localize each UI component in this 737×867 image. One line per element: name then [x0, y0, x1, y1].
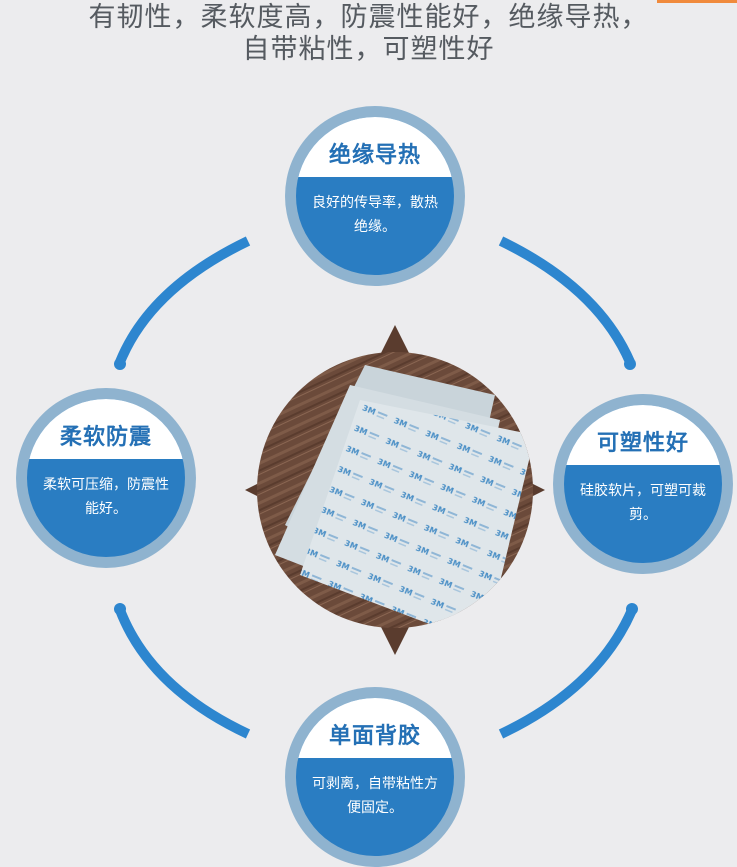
arc-dot-top-right — [624, 358, 636, 370]
feature-disc: 单面背胶 可剥离，自带粘性方便固定。 — [296, 698, 454, 856]
arc-bottom-left — [115, 608, 251, 739]
feature-good-plasticity: 可塑性好 硅胶软片，可塑可裁剪。 — [553, 394, 733, 574]
feature-description: 良好的传导率，散热绝缘。 — [312, 195, 438, 235]
top-accent-bar — [657, 0, 737, 3]
arc-dot-bottom-right — [626, 603, 638, 615]
feature-title: 单面背胶 — [328, 724, 421, 749]
feature-description: 硅胶软片，可塑可裁剪。 — [580, 483, 706, 523]
headline-line-2: 自带粘性，可塑性好 — [242, 34, 495, 65]
feature-title: 绝缘导热 — [328, 143, 421, 168]
feature-disc: 绝缘导热 良好的传导率，散热绝缘。 — [296, 117, 454, 275]
feature-thermal-insulation: 绝缘导热 良好的传导率，散热绝缘。 — [285, 106, 465, 286]
arc-dot-top-left — [114, 358, 126, 370]
feature-title: 可塑性好 — [596, 431, 689, 456]
arc-top-left — [115, 236, 251, 364]
product-photo: 3M — [245, 325, 545, 655]
feature-soft-shockproof: 柔软防震 柔软可压缩，防震性能好。 — [16, 388, 196, 568]
headline: 有韧性，柔软度高，防震性能好，绝缘导热， 自带粘性，可塑性好 — [0, 2, 737, 66]
arc-top-right — [498, 236, 635, 364]
arc-dot-bottom-left — [114, 603, 126, 615]
arc-bottom-right — [498, 608, 637, 739]
feature-title: 柔软防震 — [59, 425, 152, 450]
feature-single-side-adhesive: 单面背胶 可剥离，自带粘性方便固定。 — [285, 687, 465, 867]
headline-line-1: 有韧性，柔软度高，防震性能好，绝缘导热， — [88, 2, 649, 33]
feature-disc: 可塑性好 硅胶软片，可塑可裁剪。 — [564, 405, 722, 563]
feature-description: 可剥离，自带粘性方便固定。 — [312, 776, 438, 816]
sheet-front — [300, 400, 533, 628]
feature-description: 柔软可压缩，防震性能好。 — [43, 477, 169, 517]
feature-disc: 柔软防震 柔软可压缩，防震性能好。 — [27, 399, 185, 557]
